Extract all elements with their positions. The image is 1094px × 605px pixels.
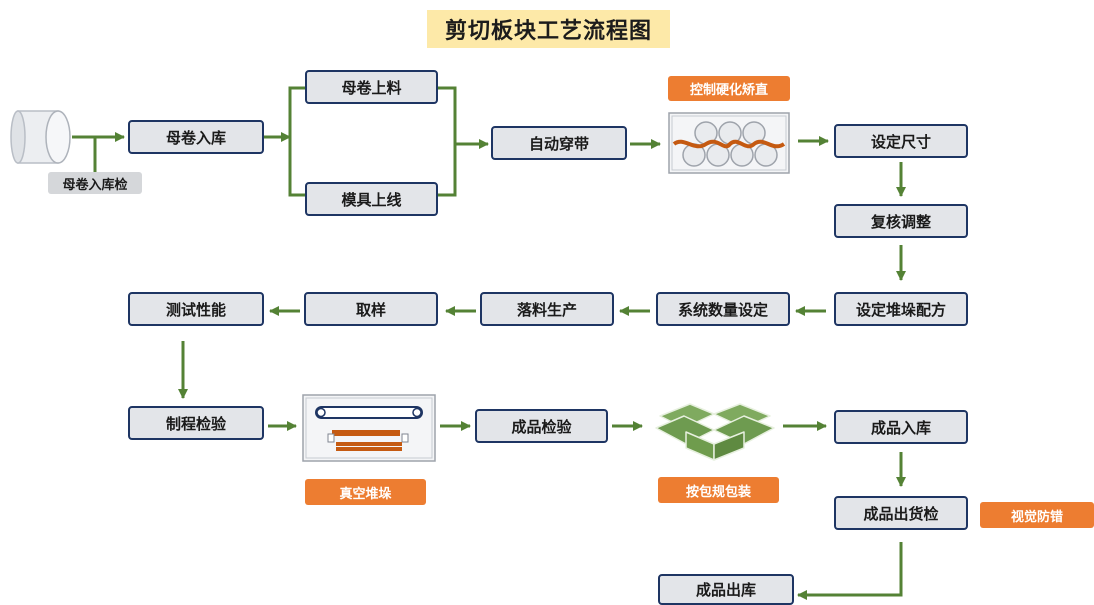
tag-visual-error-proofing: 视觉防错 — [980, 502, 1094, 528]
step-performance-test: 测试性能 — [128, 292, 264, 326]
step-auto-threading: 自动穿带 — [491, 126, 627, 160]
vacuum-stacker-icon — [302, 394, 436, 462]
step-mother-coil-loading: 母卷上料 — [305, 70, 438, 104]
tag-vacuum-stacking: 真空堆垛 — [305, 479, 426, 505]
tag-pack-by-spec: 按包规包装 — [658, 477, 779, 503]
step-mother-coil-storage: 母卷入库 — [128, 120, 264, 154]
step-blanking-production: 落料生产 — [480, 292, 614, 326]
step-finished-shipping-inspection: 成品出货检 — [834, 496, 968, 530]
open-box-icon — [655, 403, 775, 461]
bracket-left — [288, 86, 305, 197]
arrow-shipping-to-outbound — [797, 542, 903, 600]
step-finished-outbound: 成品出库 — [658, 574, 794, 605]
step-finished-storage: 成品入库 — [834, 410, 968, 444]
step-set-stack-recipe: 设定堆垛配方 — [834, 292, 968, 326]
page-title: 剪切板块工艺流程图 — [427, 10, 670, 48]
step-system-quantity-setting: 系统数量设定 — [656, 292, 790, 326]
bracket-right — [438, 86, 457, 197]
step-process-inspection: 制程检验 — [128, 406, 264, 440]
step-set-size: 设定尺寸 — [834, 124, 968, 158]
step-mold-online: 模具上线 — [305, 182, 438, 216]
step-finished-inspection: 成品检验 — [475, 409, 608, 443]
coil-icon — [10, 110, 71, 164]
tag-hardening-straightening: 控制硬化矫直 — [668, 76, 790, 101]
tag-mother-coil-check: 母卷入库检 — [48, 172, 142, 194]
step-sampling: 取样 — [304, 292, 438, 326]
leveler-rollers-icon — [668, 112, 790, 174]
step-recheck-adjust: 复核调整 — [834, 204, 968, 238]
